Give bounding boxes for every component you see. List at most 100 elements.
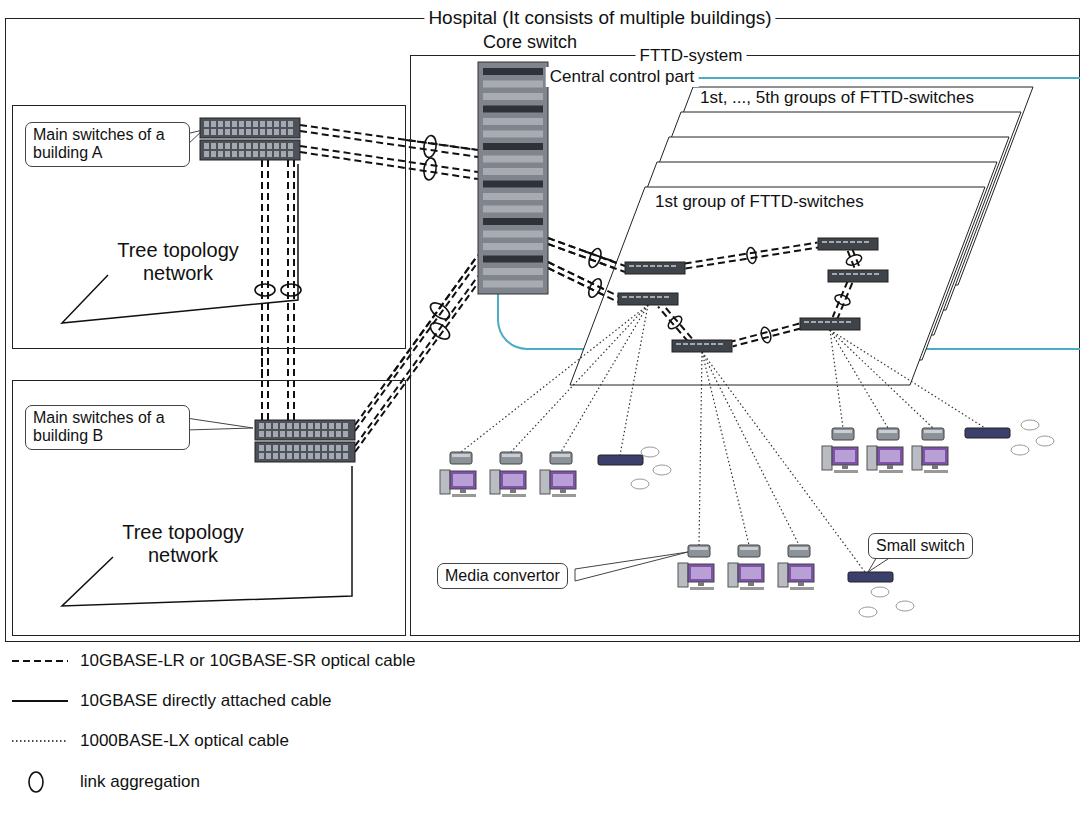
switch-port (636, 265, 641, 267)
switch-port (274, 151, 279, 157)
switch-port (839, 273, 844, 275)
pc-tower (678, 563, 688, 587)
pc-screen (880, 450, 900, 462)
switch-port (260, 143, 265, 149)
region-title: Central control part (546, 67, 699, 87)
switch-port (322, 453, 327, 459)
access-point-icon (1036, 436, 1054, 446)
aggregation-mark (255, 284, 275, 296)
callout-box: Small switch (868, 533, 973, 559)
media-converter-icon (877, 428, 899, 440)
pc-monitor (922, 447, 948, 465)
chassis-slot (483, 181, 543, 188)
switch-port (273, 453, 278, 459)
switch-port (711, 343, 716, 345)
pc-screen (741, 567, 761, 579)
switch-port (308, 453, 313, 459)
drawing-group (461, 305, 985, 572)
switch-port (266, 453, 271, 459)
legend-row: 10GBASE directly attached cable (80, 691, 331, 711)
switch-body (818, 238, 878, 250)
callout-text: Main switches of a building A (33, 126, 182, 163)
aggregation-mark (760, 326, 773, 344)
switch-body (672, 340, 732, 352)
switch-port (846, 273, 851, 275)
ring-link (685, 247, 818, 268)
leader-line (62, 466, 352, 606)
switch-port (329, 445, 334, 451)
switch-port (204, 143, 209, 149)
chassis-slot (483, 256, 543, 263)
switch-port (273, 445, 278, 451)
switch-port (239, 143, 244, 149)
cable-line (261, 160, 263, 420)
switch-port (322, 423, 327, 429)
switch-port (274, 129, 279, 135)
lx-cable (830, 330, 933, 428)
cable-line (355, 255, 478, 425)
switch-port (657, 265, 662, 267)
lx-cable (511, 305, 648, 452)
cable-line (300, 125, 478, 150)
pc-tower (822, 446, 832, 470)
optical-links (262, 125, 625, 452)
switch-port (204, 121, 209, 127)
leader-line (62, 164, 298, 323)
switch-port (259, 431, 264, 437)
switch-port (281, 151, 286, 157)
switch-port (280, 431, 285, 437)
switch-body (828, 270, 888, 282)
pc-monitor (877, 447, 903, 465)
switch-port (218, 129, 223, 135)
device-label: Core switch (475, 32, 585, 53)
switch-port (253, 129, 258, 135)
access-point-icon (859, 607, 877, 617)
callout-text: Small switch (876, 537, 965, 555)
switch-port (211, 121, 216, 127)
boundary-title: Hospital (It consists of multiple buildi… (424, 7, 775, 29)
switch-port (301, 431, 306, 437)
lx-cable (699, 352, 702, 545)
switch-port (622, 296, 627, 298)
switch-port (343, 423, 348, 429)
switch-port (650, 265, 655, 267)
switch-port (315, 423, 320, 429)
media-converter-icon (450, 452, 472, 464)
cable-line (12, 700, 68, 702)
callout-box: Main switches of a building B (25, 405, 190, 450)
switch-port (288, 143, 293, 149)
lx-cable (561, 305, 648, 452)
cable-line (300, 152, 478, 179)
lx-cable (702, 352, 865, 572)
switch-port (260, 121, 265, 127)
switch-port (308, 423, 313, 429)
switch-port (301, 423, 306, 429)
switch-port (232, 143, 237, 149)
pc-stand (798, 582, 804, 586)
pc-stand (698, 582, 704, 586)
pc-monitor (832, 447, 858, 465)
legend-samples (12, 661, 68, 792)
switch-port (853, 273, 858, 275)
switch-port (343, 431, 348, 437)
ring-link (848, 251, 856, 271)
media-converter-icon (788, 545, 810, 557)
switch-port (239, 121, 244, 127)
switch-port (288, 121, 293, 127)
lx-cable (830, 330, 843, 428)
cable-line (300, 146, 478, 172)
switch-port (260, 151, 265, 157)
pc-monitor (450, 471, 476, 489)
switch-port (246, 151, 251, 157)
callout-box: Main switches of a building A (25, 122, 190, 167)
media-converter-icon (688, 545, 710, 557)
pc-stand (560, 489, 566, 493)
switch-port (697, 343, 702, 345)
switch-port (204, 129, 209, 135)
hospital-boundary: Main switches of a building ATree topolo… (5, 18, 1080, 642)
switch-port (315, 431, 320, 437)
switch-port (218, 121, 223, 127)
switch-port (308, 445, 313, 451)
switch-port (281, 121, 286, 127)
